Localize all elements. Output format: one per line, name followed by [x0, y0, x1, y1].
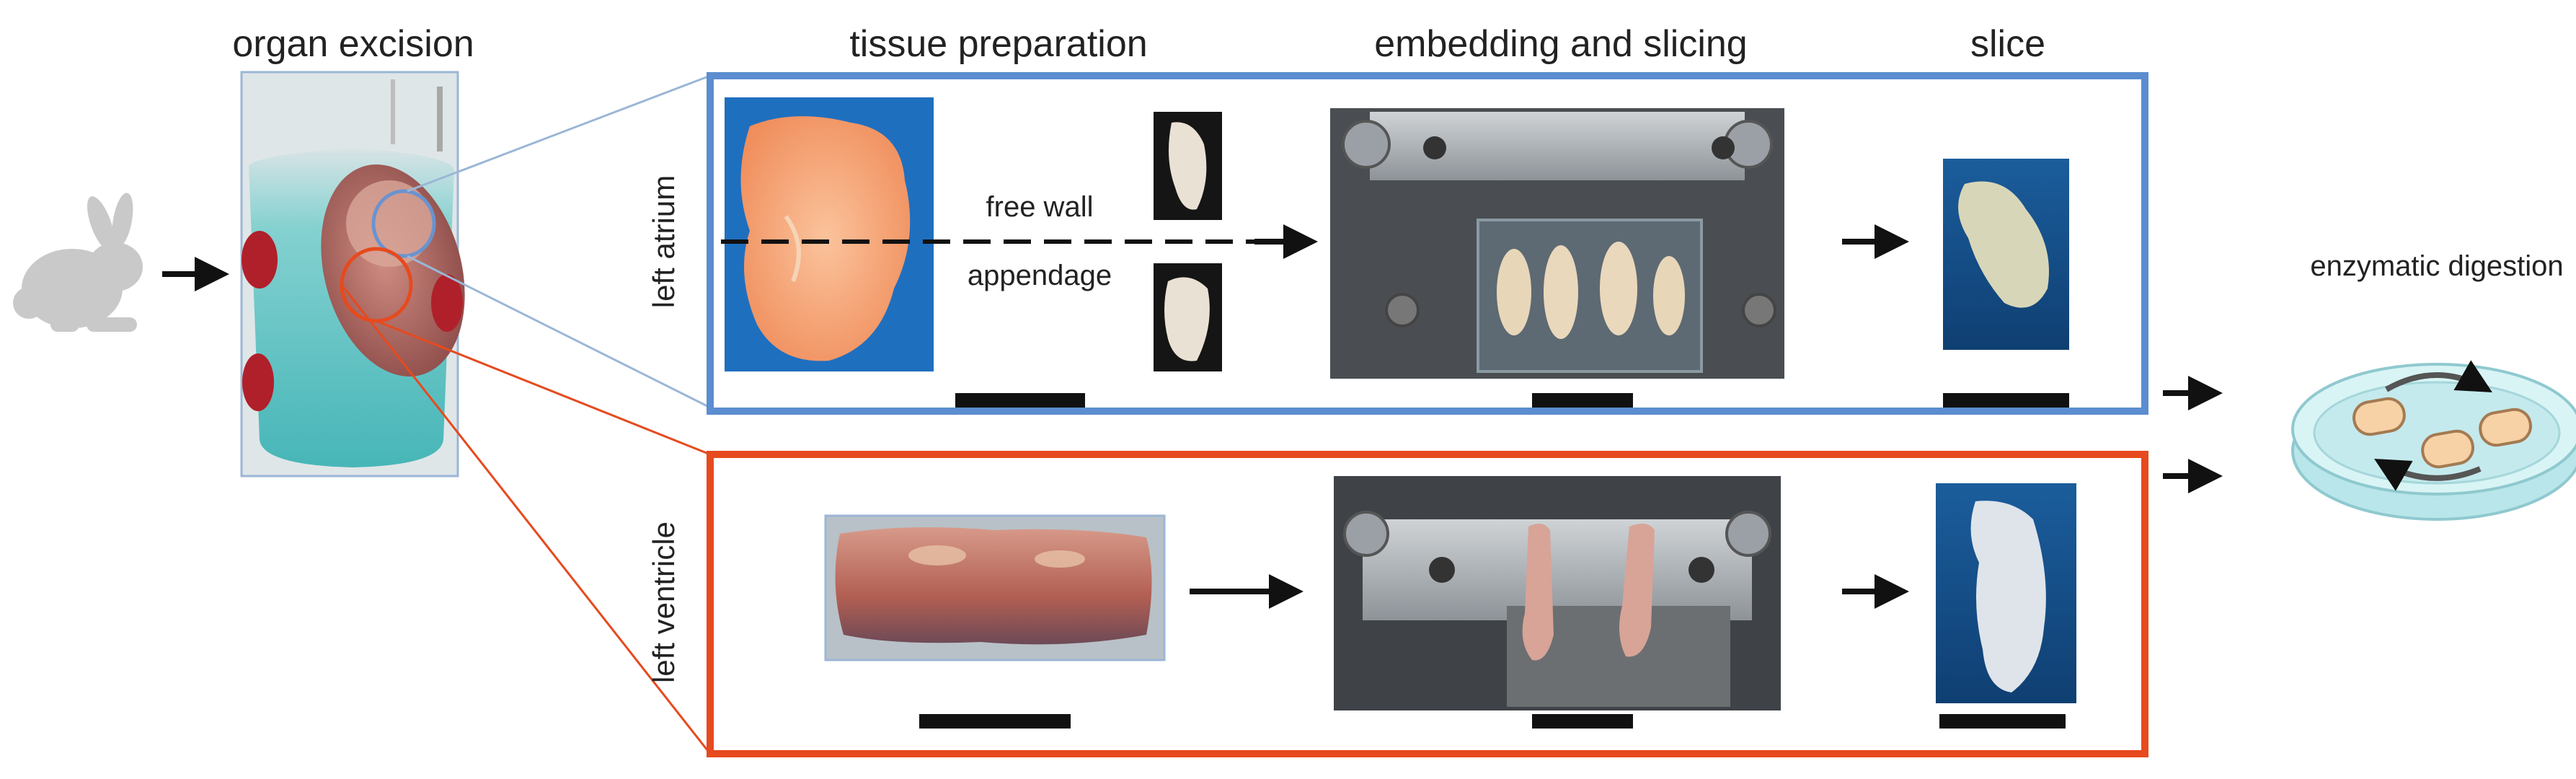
- petri-dish-icon: [2291, 360, 2576, 521]
- appendage-photo: [1154, 263, 1222, 371]
- scale-bar-ventricle-tissue: [919, 714, 1071, 729]
- connector-atrium-top: [407, 74, 711, 193]
- left-ventricle-frame: [707, 451, 2148, 757]
- ventricle-slice-photo: [1936, 483, 2076, 703]
- label-appendage: appendage: [968, 260, 1112, 291]
- connector-ventricle-top: [376, 320, 711, 456]
- connector-atrium-bottom: [407, 255, 711, 409]
- header-tissue-preparation: tissue preparation: [849, 23, 1147, 65]
- scale-bar-atrium-slice: [1943, 393, 2069, 408]
- header-enzymatic-digestion: enzymatic digestion: [2310, 250, 2563, 282]
- organ-excision-photo: [240, 71, 465, 477]
- connector-ventricle-bottom: [340, 284, 712, 754]
- rabbit-icon: [13, 193, 143, 332]
- scale-bar-atrium-tissue: [955, 393, 1085, 408]
- row-label-left-atrium: left atrium: [647, 175, 681, 308]
- row-label-left-ventricle: left ventricle: [647, 521, 681, 683]
- free-wall-photo: [1154, 112, 1222, 220]
- left-atrium-frame: [707, 72, 2148, 415]
- header-organ-excision: organ excision: [232, 23, 474, 65]
- ventricle-embedding-photo: [1334, 476, 1781, 710]
- atrium-slice-photo: [1943, 159, 2069, 350]
- header-slice: slice: [1970, 23, 2045, 65]
- ventricle-tissue-photo: [824, 514, 1166, 661]
- scale-bar-ventricle-embedding: [1532, 714, 1633, 729]
- atrium-tissue-photo: [725, 97, 934, 371]
- atrium-embedding-photo: [1330, 108, 1784, 379]
- header-embedding-and-slicing: embedding and slicing: [1374, 23, 1747, 65]
- scale-bar-ventricle-slice: [1939, 714, 2066, 729]
- label-free-wall: free wall: [986, 191, 1094, 223]
- scale-bar-atrium-embedding: [1532, 393, 1633, 408]
